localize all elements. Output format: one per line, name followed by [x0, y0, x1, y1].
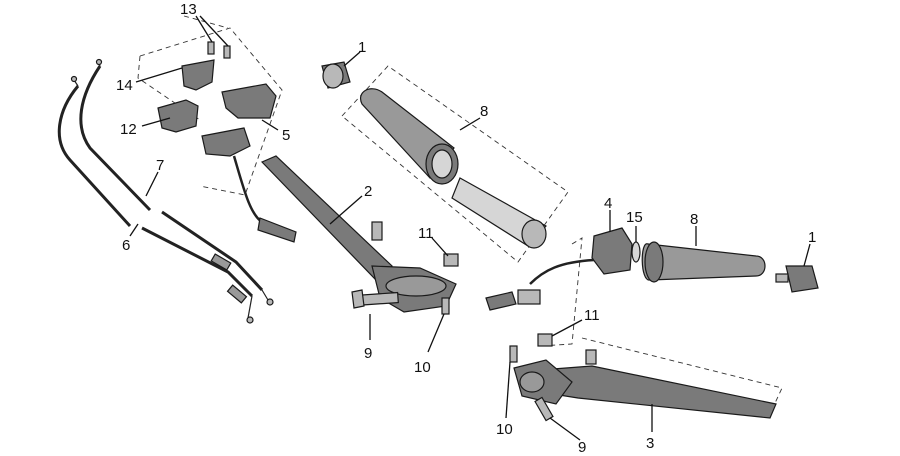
- bar-end-weight-1-right: [785, 265, 819, 293]
- switch-lower: [201, 127, 251, 157]
- callout-1-upper: 1: [358, 39, 366, 56]
- right-controls: [485, 227, 819, 311]
- callout-15: 15: [626, 209, 643, 226]
- callout-8-upper: 8: [480, 103, 488, 120]
- callout-14: 14: [116, 77, 133, 94]
- grip-group-outline: [341, 65, 569, 263]
- callout-9-left: 9: [364, 345, 372, 362]
- callout-10-left: 10: [414, 359, 431, 376]
- callout-2: 2: [364, 183, 372, 200]
- callout-12: 12: [120, 121, 137, 138]
- callout-3: 3: [646, 435, 654, 452]
- switch-4: [591, 227, 633, 275]
- bolt-13b: [223, 45, 231, 59]
- leader-lines: [129, 15, 811, 441]
- o-ring-15: [631, 241, 641, 263]
- callout-13: 13: [180, 1, 197, 18]
- upper-grip-assembly: [321, 61, 547, 249]
- callout-numbers: 1 13 14 12 5 8 7 6 2 11 4 15 8 1 11 9 10…: [116, 1, 816, 456]
- callout-1-right: 1: [808, 229, 816, 246]
- left-connector: [257, 217, 297, 243]
- left-switch-group-outline: [139, 27, 283, 196]
- right-handlebar: [509, 333, 777, 422]
- callout-4: 4: [604, 195, 612, 212]
- bolt-13a: [207, 41, 215, 55]
- callout-6: 6: [122, 237, 130, 254]
- clamp-12: [157, 99, 199, 133]
- upper-housing-14: [181, 59, 215, 91]
- right-group-outline: [539, 237, 583, 347]
- callout-8-right: 8: [690, 211, 698, 228]
- callout-5: 5: [282, 127, 290, 144]
- callout-11-right: 11: [584, 307, 600, 324]
- callout-9-right: 9: [578, 439, 586, 456]
- callout-11-left: 11: [418, 225, 434, 242]
- left-handlebar: [260, 155, 459, 315]
- left-switch-parts: [157, 41, 297, 243]
- switch-body-5: [221, 83, 277, 119]
- callout-10-right: 10: [496, 421, 513, 438]
- throttle-cables: [57, 58, 274, 324]
- grip-8-right: [641, 243, 766, 281]
- callout-7: 7: [156, 157, 164, 174]
- right-connector: [485, 291, 517, 311]
